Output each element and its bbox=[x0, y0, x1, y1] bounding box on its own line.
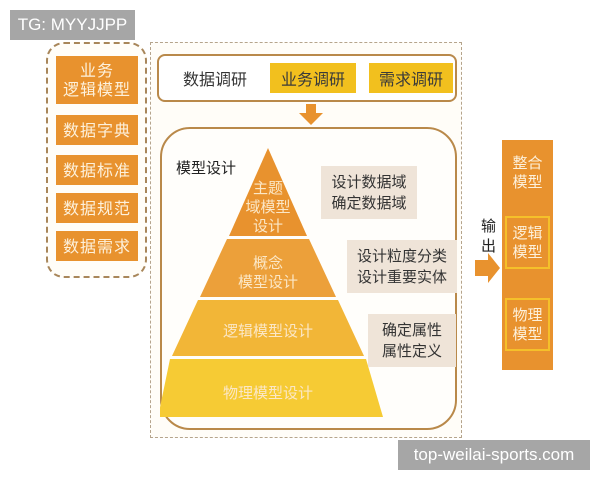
left-item-data-dictionary: 数据字典 bbox=[56, 115, 138, 145]
model-design-pyramid bbox=[160, 148, 383, 417]
model-design-title: 模型设计 bbox=[176, 159, 237, 177]
integrated-model-panel bbox=[502, 140, 553, 370]
pyramid-label-physical: 物理模型设计 bbox=[222, 383, 313, 402]
left-item-data-requirement: 数据需求 bbox=[56, 231, 138, 261]
integrated-model-header: 整合 模型 bbox=[512, 154, 543, 191]
output-item-logical-model: 逻辑 模型 bbox=[505, 216, 550, 269]
watermark-bottom: top-weilai-sports.com bbox=[398, 440, 590, 470]
note-concept: 设计粒度分类 设计重要实体 bbox=[347, 240, 457, 293]
pyramid-label-logical: 逻辑模型设计 bbox=[222, 321, 313, 340]
left-item-data-standard: 数据标准 bbox=[56, 155, 138, 185]
left-item-data-spec: 数据规范 bbox=[56, 193, 138, 223]
pyramid-tier-concept bbox=[200, 239, 336, 297]
chip-requirement-research: 需求调研 bbox=[369, 63, 453, 93]
output-label: 输出 bbox=[481, 217, 497, 255]
note-subject-domain: 设计数据域 确定数据域 bbox=[321, 166, 417, 219]
pyramid-tier-physical bbox=[160, 359, 383, 417]
left-item-business-logic-model: 业务 逻辑模型 bbox=[56, 56, 138, 104]
pyramid-label-concept: 概念 模型设计 bbox=[237, 254, 298, 291]
research-label: 数据调研 bbox=[183, 70, 248, 89]
watermark-top: TG: MYYJJPP bbox=[10, 10, 135, 40]
note-logical: 确定属性 属性定义 bbox=[368, 314, 456, 367]
output-item-physical-model: 物理 模型 bbox=[505, 298, 550, 351]
pyramid-tier-logical bbox=[172, 300, 364, 356]
pyramid-label-subject: 主题 域模型 设计 bbox=[245, 178, 291, 235]
arrow-down-icon bbox=[299, 104, 323, 125]
arrow-right-icon bbox=[475, 253, 500, 283]
pyramid-tier-subject bbox=[229, 148, 307, 236]
chip-business-research: 业务调研 bbox=[270, 63, 356, 93]
